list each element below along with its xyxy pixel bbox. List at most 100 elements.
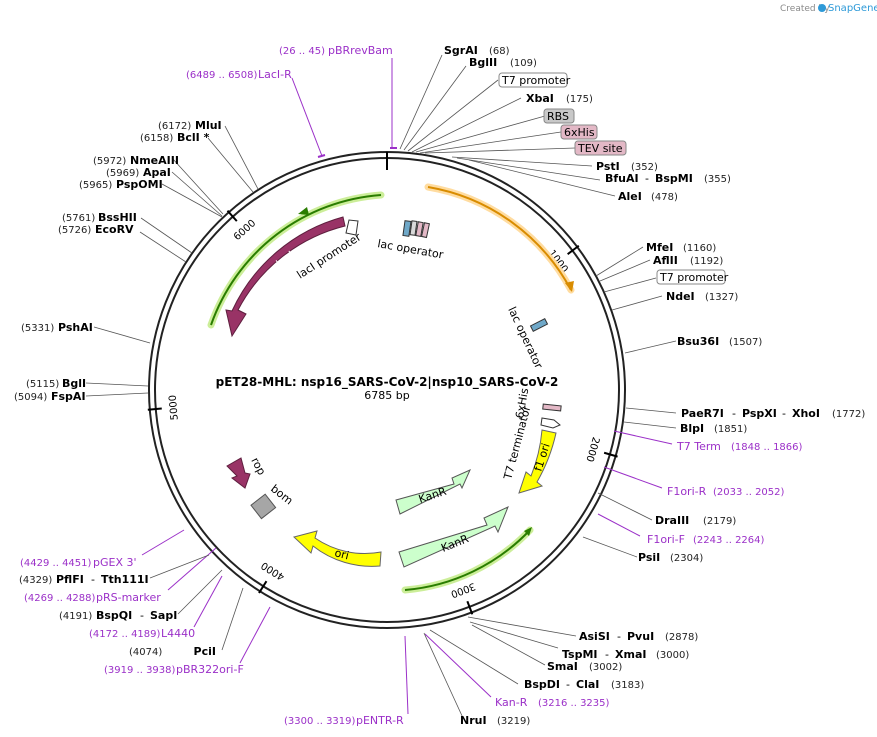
site-label: NruI (460, 714, 487, 727)
site-label: PshAI (58, 321, 93, 334)
site-label: BglII (469, 56, 497, 69)
site-label: EcoRV (95, 223, 134, 236)
site-pos: (1327) (705, 292, 738, 303)
site-pos: (68) (489, 46, 510, 57)
tick-mark (603, 451, 618, 458)
site-pos: (109) (510, 58, 537, 69)
site-labels-right: SgrAI (68) BglII (109) XbaI (175) PstI (… (444, 44, 865, 727)
site-label: MfeI (646, 241, 673, 254)
site-pos: (1851) (714, 424, 747, 435)
feature-bom: bom (250, 482, 295, 520)
feature-6xhis-label: 6xHis (513, 387, 531, 420)
primer-name: LacI-R (258, 68, 292, 81)
svg-text:-: - (605, 648, 609, 661)
site-pos: (1507) (729, 337, 762, 348)
primer-name: pRS-marker (96, 591, 161, 604)
site-label: PvuI (627, 630, 654, 643)
tick-label: 2000 (583, 436, 601, 464)
feature-box (656, 269, 726, 285)
primer-range: (2243 .. 2264) (693, 535, 765, 546)
site-label: XhoI (792, 407, 820, 420)
site-label: PspXI (742, 407, 777, 420)
primer-range: (4269 .. 4288) (24, 593, 96, 604)
svg-text:-: - (140, 609, 144, 622)
site-pos: (4329) (19, 575, 52, 586)
site-pos: (3002) (589, 662, 622, 673)
site-pos: (3183) (611, 680, 644, 691)
site-pos: (5726) (58, 225, 91, 236)
site-label: XbaI (526, 92, 554, 105)
site-label: BspDI (524, 678, 560, 691)
primer-labels: (26 .. 45) pBRrevBam (6489 .. 6508) LacI… (20, 44, 803, 727)
site-label: NdeI (666, 290, 695, 303)
feature-box-label: T7 promoter (501, 74, 571, 87)
feature-kanr-2-label: KanR (439, 532, 471, 555)
feature-box-label: T7 promoter (659, 271, 729, 284)
tick-mark (226, 210, 238, 222)
site-label: NmeAIII (130, 154, 179, 167)
site-pos: (6158) (140, 133, 173, 144)
site-leaders (85, 54, 677, 719)
feature-box (560, 124, 598, 140)
credit-brand: SnapGene (828, 3, 877, 14)
primer-name: T7 Term (676, 440, 721, 453)
site-label: ClaI (576, 678, 599, 691)
tick-mark (147, 407, 162, 411)
primer-name: F1ori-R (667, 485, 707, 498)
primer-range: (2033 .. 2052) (713, 487, 785, 498)
primer-range: (3300 .. 3319) (284, 716, 356, 727)
site-label: AleI (618, 190, 642, 203)
site-label: BssHII (98, 211, 137, 224)
feature-lac-operator-1: lac operator (376, 220, 445, 262)
site-pos: (5761) (62, 213, 95, 224)
primer-name: F1ori-F (647, 533, 685, 546)
site-label: PciI (194, 645, 216, 658)
tick-label: 6000 (232, 218, 258, 243)
site-label: SmaI (547, 660, 578, 673)
feature-kanr-1-label: KanR (417, 485, 448, 506)
svg-text:-: - (782, 407, 786, 420)
feature-box-label: RBS (547, 110, 569, 123)
primer-range: (26 .. 45) (279, 46, 325, 57)
site-label: FspAI (51, 390, 86, 403)
svg-text:-: - (732, 407, 736, 420)
tick-label: 4000 (259, 559, 286, 582)
primer-range: (4429 .. 4451) (20, 558, 92, 569)
svg-text:-: - (91, 573, 95, 586)
site-label: BclI * (177, 131, 210, 144)
primer-name: pGEX 3' (93, 556, 137, 569)
site-label: TspMI (562, 648, 598, 661)
primer-range: (3216 .. 3235) (538, 698, 610, 709)
site-pos: (355) (704, 174, 731, 185)
primer-range: (3919 .. 3938) (104, 665, 176, 676)
feature-box (543, 108, 575, 124)
site-pos: (478) (651, 192, 678, 203)
feature-arc-laci-region (207, 191, 385, 329)
site-pos: (1160) (683, 243, 716, 254)
site-pos: (4191) (59, 611, 92, 622)
plasmid-name: pET28-MHL: nsp16_SARS-CoV-2|nsp10_SARS-C… (216, 375, 559, 390)
feature-kanr-1: KanR (395, 469, 471, 515)
site-pos: (352) (631, 162, 658, 173)
site-label: BfuAI (605, 172, 639, 185)
primer-name: pENTR-R (356, 714, 404, 727)
primer-name: pBR322ori-F (176, 663, 244, 676)
site-label: ApaI (143, 166, 171, 179)
site-label: Tth111I (101, 573, 149, 586)
site-pos: (3000) (656, 650, 689, 661)
plasmid-size: 6785 bp (364, 389, 409, 402)
tick-label: 5000 (168, 394, 181, 420)
site-label: BspQI (96, 609, 132, 622)
snapgene-credit: Created by SnapGene (780, 3, 877, 14)
site-label: PflFI (56, 573, 84, 586)
primer-range: (6489 .. 6508) (186, 70, 258, 81)
feature-rop: rop (226, 455, 268, 489)
feature-ori: ori (292, 530, 382, 567)
site-pos: (2179) (703, 516, 736, 527)
feature-lac-operator-1-label: lac operator (376, 237, 444, 261)
site-pos: (4074) (129, 647, 162, 658)
site-label: AsiSI (579, 630, 610, 643)
site-label: PsiI (638, 551, 660, 564)
